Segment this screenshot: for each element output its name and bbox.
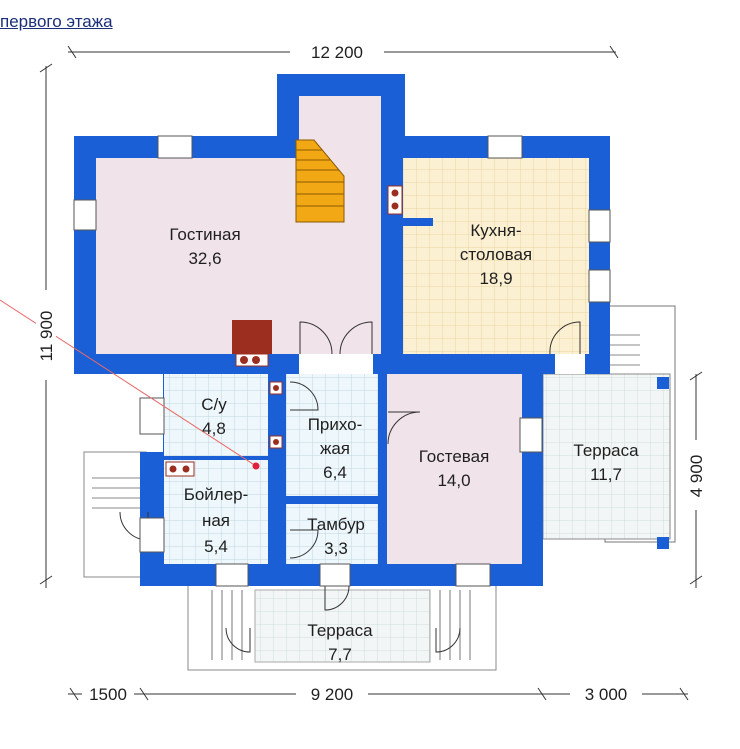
guest-room-name: Гостевая	[419, 447, 490, 466]
living-room-area: 32,6	[188, 249, 221, 268]
dimension-right-height: 4 900	[687, 455, 706, 498]
dimension-bottom-right: 3 000	[585, 685, 628, 704]
terrace-bottom-name: Терраса	[307, 621, 373, 640]
plan-title-link[interactable]: первого этажа	[0, 12, 113, 31]
boiler-room-name-line1: Бойлер-	[184, 485, 249, 504]
kitchen-floor	[403, 158, 589, 354]
dimension-left-height: 11 900	[37, 311, 56, 362]
hall-area: 6,4	[323, 463, 347, 482]
terrace-right-area	[542, 305, 676, 549]
windows	[73, 135, 611, 587]
staircase	[295, 139, 345, 223]
kitchen-stove	[387, 185, 403, 215]
dimension-bottom-middle: 9 200	[311, 685, 354, 704]
dimension-top-width: 12 200	[311, 43, 363, 62]
fireplace	[232, 320, 272, 367]
boiler-unit	[165, 381, 283, 477]
bathroom-area: 4,8	[202, 419, 226, 438]
vestibule-name: Тамбур	[307, 515, 365, 534]
hall-floor	[286, 374, 378, 496]
terrace-right-name: Терраса	[573, 441, 639, 460]
bathroom-floor	[164, 374, 268, 456]
boiler-room-area: 5,4	[204, 537, 228, 556]
guest-room-area: 14,0	[437, 471, 470, 490]
hall-name-line2: жая	[320, 439, 350, 458]
interior-walls	[96, 96, 589, 586]
bathroom-name: С/у	[201, 395, 227, 414]
kitchen-area: 18,9	[479, 269, 512, 288]
dimension-bottom-left: 1500	[89, 685, 127, 704]
boiler-room-floor	[164, 460, 268, 564]
hall-name-line1: Прихо-	[308, 415, 363, 434]
terrace-bottom-area-value: 7,7	[328, 645, 352, 664]
living-room-name: Гостиная	[169, 225, 240, 244]
doors	[119, 321, 581, 653]
room-labels: Гостиная 32,6 Кухня- столовая 18,9 С/у 4…	[169, 221, 639, 664]
door-openings	[299, 354, 585, 374]
side-steps-left	[83, 451, 147, 578]
terrace-right-area-value: 11,7	[590, 465, 622, 484]
guest-room-floor	[387, 374, 522, 564]
boiler-room-name-line2: ная	[202, 511, 230, 530]
vestibule-area: 3,3	[324, 539, 348, 558]
kitchen-name-line1: Кухня-	[470, 221, 521, 240]
vestibule-floor	[286, 504, 378, 564]
kitchen-name-line2: столовая	[460, 245, 532, 264]
